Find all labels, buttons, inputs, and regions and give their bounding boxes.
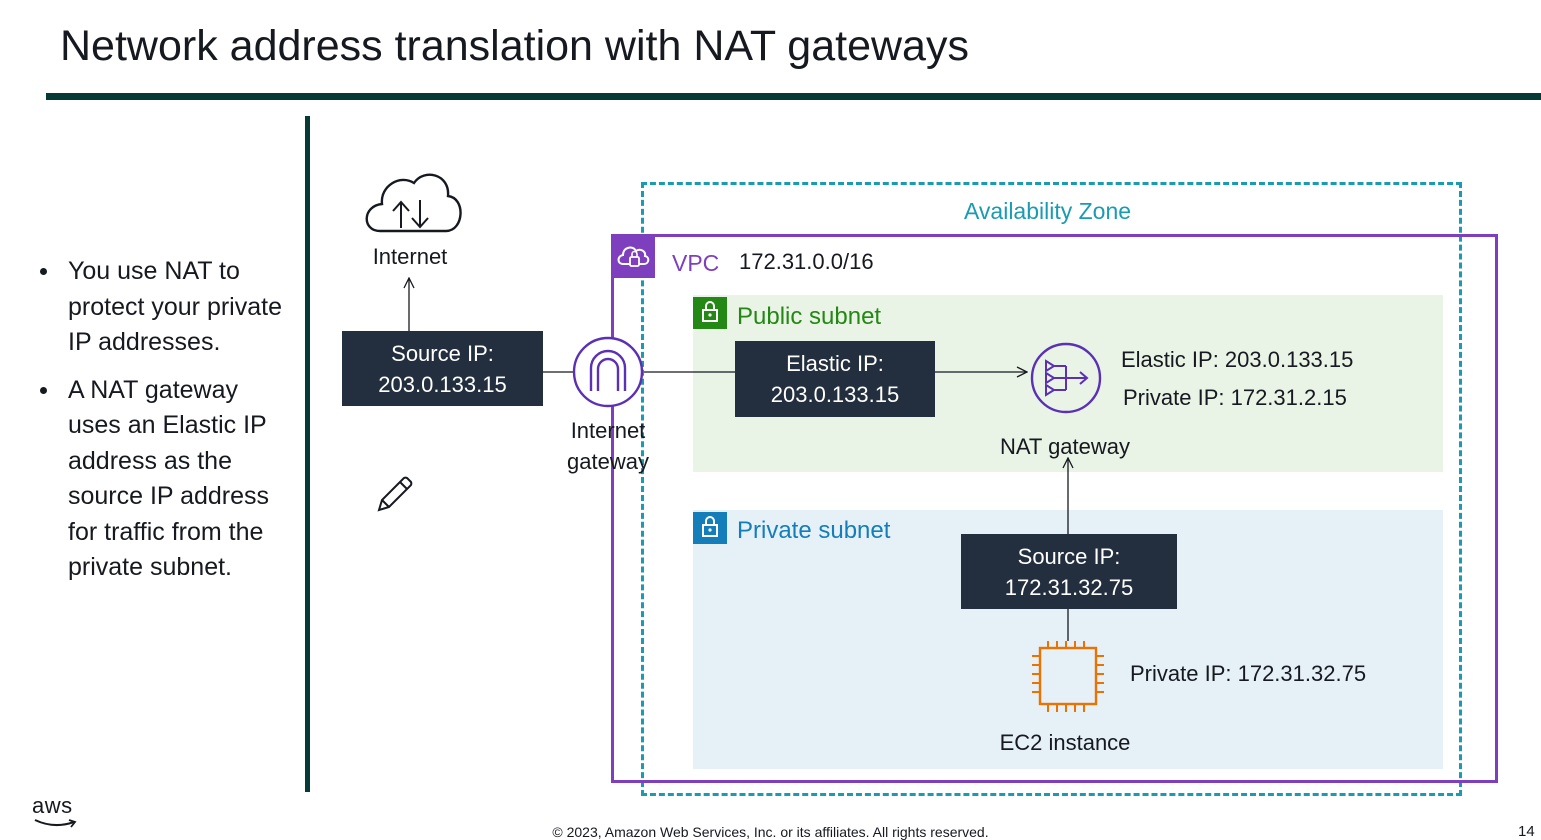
vpc-boundary	[611, 234, 1498, 783]
aws-logo-text: aws	[32, 793, 73, 818]
title-divider	[46, 93, 1541, 100]
aws-smile-icon	[34, 819, 77, 828]
vpc-cloud-icon	[611, 234, 655, 278]
source-ip-line1: Source IP:	[391, 340, 494, 366]
private-subnet-label: Private subnet	[737, 517, 891, 544]
private-source-ip-box: Source IP: 172.31.32.75	[961, 534, 1177, 609]
internet-gateway-label-line2: gateway	[567, 449, 649, 474]
lock-icon	[693, 512, 727, 544]
nat-gateway-label: NAT gateway	[999, 434, 1131, 459]
public-subnet-label: Public subnet	[737, 303, 882, 330]
ec2-private-ip: Private IP: 172.31.32.75	[1130, 661, 1367, 686]
lock-icon	[693, 297, 727, 329]
ec2-instance-label: EC2 instance	[999, 730, 1131, 755]
nat-private-ip: Private IP: 172.31.2.15	[1123, 385, 1347, 410]
internet-gateway-label: Internet gateway	[553, 415, 663, 477]
elastic-ip-box: Elastic IP: 203.0.133.15	[735, 341, 935, 417]
nat-elastic-ip: Elastic IP: 203.0.133.15	[1121, 347, 1354, 372]
bullet-item: A NAT gateway uses an Elastic IP address…	[38, 373, 288, 586]
page-number: 14	[1518, 823, 1535, 840]
private-source-ip-line2: 172.31.32.75	[1004, 574, 1134, 600]
internet-gateway-label-line1: Internet	[570, 418, 646, 443]
elastic-ip-line1: Elastic IP:	[786, 351, 884, 376]
availability-zone-label: Availability Zone	[964, 198, 1132, 224]
vpc-label: VPC	[672, 250, 720, 276]
private-source-ip-line1: Source IP:	[1017, 543, 1121, 569]
copyright-footer: © 2023, Amazon Web Services, Inc. or its…	[552, 824, 989, 840]
vpc-cidr: 172.31.0.0/16	[739, 249, 874, 274]
bullet-list: You use NAT to protect your private IP a…	[38, 254, 288, 598]
bullet-item: You use NAT to protect your private IP a…	[38, 254, 288, 361]
availability-zone-boundary	[641, 182, 1462, 796]
slide-title: Network address translation with NAT gat…	[60, 22, 969, 70]
aws-logo: aws	[32, 793, 82, 834]
internet-label: Internet	[372, 244, 448, 269]
vertical-divider	[305, 116, 310, 792]
source-ip-line2: 203.0.133.15	[378, 371, 507, 397]
source-ip-box: Source IP: 203.0.133.15	[342, 331, 543, 406]
elastic-ip-line2: 203.0.133.15	[770, 382, 900, 407]
